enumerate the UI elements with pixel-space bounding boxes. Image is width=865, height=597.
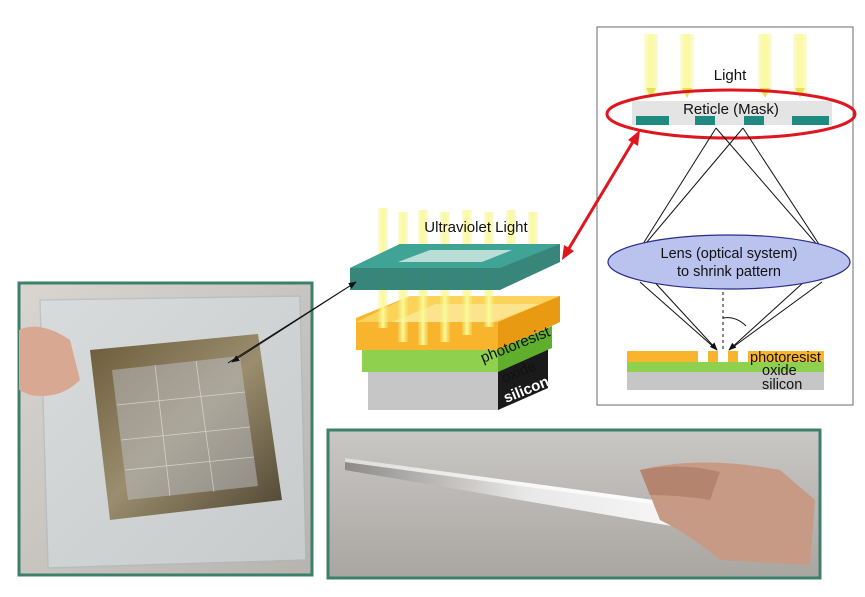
light-beam bbox=[758, 34, 772, 94]
mask-pattern-area bbox=[112, 356, 258, 500]
oxide-face bbox=[498, 326, 552, 372]
optics-panel: Light Reticle (Mask) Lens (optical syste… bbox=[596, 26, 857, 406]
uv-beam bbox=[528, 212, 538, 274]
light-beam bbox=[680, 34, 694, 94]
layer-stack-3d: photoresist oxide silicon Ultraviolet Li… bbox=[350, 208, 560, 410]
reticle-chrome bbox=[792, 116, 829, 125]
oxide-layer bbox=[627, 362, 824, 372]
lens-label-line2: to shrink pattern bbox=[677, 264, 781, 280]
photoresist-face bbox=[498, 296, 560, 350]
light-label: Light bbox=[714, 67, 747, 84]
reticle-chrome bbox=[636, 116, 669, 125]
mask-die-grid bbox=[116, 360, 255, 497]
wafer-schematic: photoresist oxide silicon bbox=[627, 350, 824, 393]
light-arrowhead bbox=[646, 88, 656, 98]
uv-light-label: Ultraviolet Light bbox=[424, 219, 528, 236]
pointer-arrow-photo bbox=[231, 281, 357, 363]
wafer-photoresist-label: photoresist bbox=[750, 350, 821, 366]
mask-window bbox=[398, 250, 512, 262]
silicon-block-face bbox=[498, 348, 548, 410]
hand-left bbox=[19, 326, 80, 396]
optical-rays bbox=[635, 127, 827, 351]
red-double-arrow bbox=[562, 130, 640, 260]
thumb bbox=[640, 466, 720, 500]
photoresist-segment bbox=[748, 351, 824, 362]
photoresist-segment bbox=[728, 351, 738, 362]
mask-photo bbox=[17, 281, 314, 577]
light-beam bbox=[793, 34, 807, 94]
plate-photo bbox=[326, 428, 822, 580]
lens bbox=[607, 234, 851, 290]
wafer-silicon-label: silicon bbox=[762, 377, 802, 393]
light-beam bbox=[644, 34, 658, 94]
photoresist-segment bbox=[708, 351, 718, 362]
reticle-chrome bbox=[695, 116, 715, 125]
reticle-label: Reticle (Mask) bbox=[683, 101, 779, 118]
silicon-front bbox=[368, 370, 498, 410]
lens-label-line1: Lens (optical system) bbox=[661, 246, 798, 262]
silicon-layer bbox=[627, 372, 824, 390]
oxide-front bbox=[362, 350, 498, 372]
photoresist-segment bbox=[627, 351, 698, 362]
reticle-chrome bbox=[744, 116, 764, 125]
wafer-oxide-label: oxide bbox=[762, 363, 797, 379]
reticle-highlight-ellipse bbox=[605, 88, 857, 140]
